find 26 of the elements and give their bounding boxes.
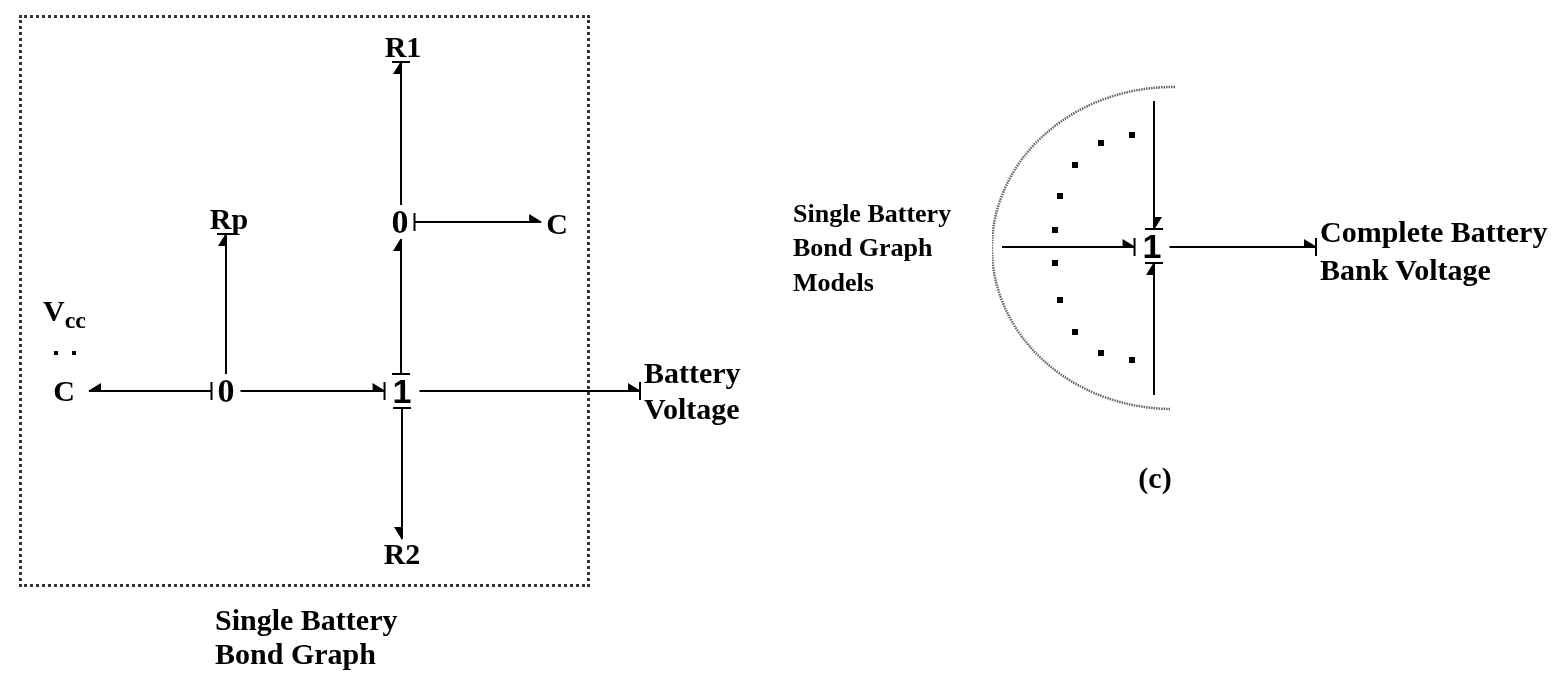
output-label: Complete Battery Bank Voltage bbox=[1316, 212, 1559, 288]
junction-label: 0 bbox=[385, 205, 415, 239]
element-label: R2 bbox=[380, 539, 424, 569]
group-label: Single Battery Bond Graph Models bbox=[793, 197, 953, 299]
junction-label: 1 bbox=[384, 374, 420, 408]
bond-arrow bbox=[1144, 261, 1164, 396]
bond-arrow bbox=[391, 60, 411, 206]
junction-label: 0 bbox=[211, 374, 241, 408]
bond-arrow bbox=[88, 381, 213, 401]
element-label: Rp bbox=[206, 204, 252, 234]
parameter-label: V$_{cc}$ bbox=[43, 295, 86, 333]
bond-arrow bbox=[1144, 100, 1164, 231]
figure-label: (c) bbox=[1138, 463, 1172, 493]
junction-label: 1 bbox=[1134, 229, 1170, 263]
bond-arrow bbox=[413, 212, 543, 232]
element-label: R1 bbox=[381, 32, 425, 62]
frame-caption: Single Battery Bond Graph bbox=[215, 603, 399, 671]
element-label: C bbox=[53, 376, 75, 406]
output-label: Battery Voltage bbox=[640, 355, 772, 427]
bond-arrow bbox=[392, 407, 412, 540]
element-label: C bbox=[541, 209, 573, 239]
bond-arrow bbox=[1001, 237, 1137, 257]
bond-arrow bbox=[391, 238, 411, 375]
bond-arrow bbox=[418, 381, 642, 401]
bond-arrow bbox=[1168, 237, 1318, 257]
bond-arrow bbox=[239, 381, 387, 401]
